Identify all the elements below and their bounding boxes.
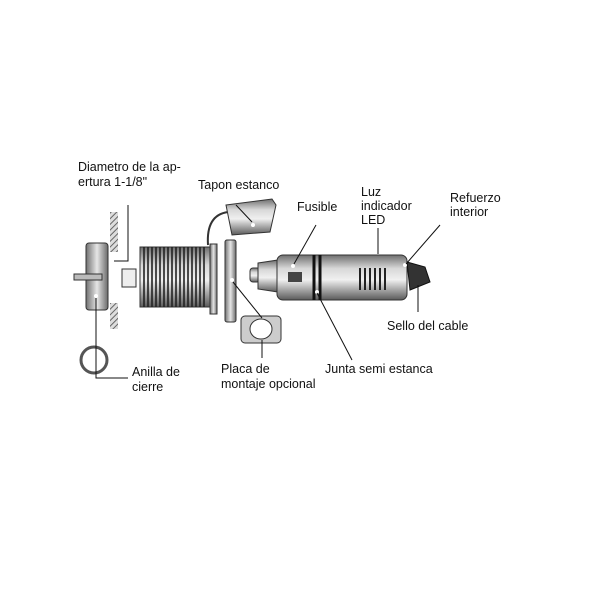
- terminal-tab: [121, 268, 137, 288]
- panel-wall-top: [110, 212, 118, 252]
- waterproof-cap: [225, 198, 277, 236]
- socket-flange: [209, 243, 218, 315]
- label-line: cierre: [132, 380, 164, 394]
- label-cable-seal: Sello del cable: [387, 319, 469, 333]
- label-line: indicador: [361, 199, 412, 213]
- locking-ring: [79, 345, 109, 375]
- lock-nut-pin: [73, 273, 103, 281]
- label-line: Placa de: [221, 362, 270, 376]
- plug-nose: [257, 259, 279, 293]
- label-locking-ring: Anilla de cierre: [132, 365, 180, 395]
- label-optional-mounting-plate: Placa de montaje opcional: [221, 362, 316, 392]
- label-waterproof-cap: Tapon estanco: [198, 178, 280, 192]
- label-line: Anilla de: [132, 365, 180, 379]
- label-line: Refuerzo: [450, 191, 501, 205]
- label-line: Luz: [361, 185, 382, 199]
- label-semi-waterproof-gasket: Junta semi estanca: [325, 362, 433, 376]
- label-aperture-diameter: Diametro de la ap- ertura 1-1/8": [78, 160, 181, 190]
- leader-lines: [95, 204, 441, 379]
- label-fuse: Fusible: [297, 200, 338, 214]
- label-line: ertura 1-1/8": [78, 175, 148, 189]
- plug-tail: [406, 261, 431, 291]
- label-line: LED: [361, 213, 386, 227]
- panel-wall-bottom: [110, 303, 118, 329]
- label-line: montaje opcional: [221, 377, 316, 391]
- label-led-indicator: Luz indicador LED: [361, 185, 412, 227]
- label-line: Diametro de la ap-: [78, 160, 181, 174]
- label-line: interior: [450, 205, 489, 219]
- label-inner-reinforcement: Refuerzo interior: [450, 191, 501, 219]
